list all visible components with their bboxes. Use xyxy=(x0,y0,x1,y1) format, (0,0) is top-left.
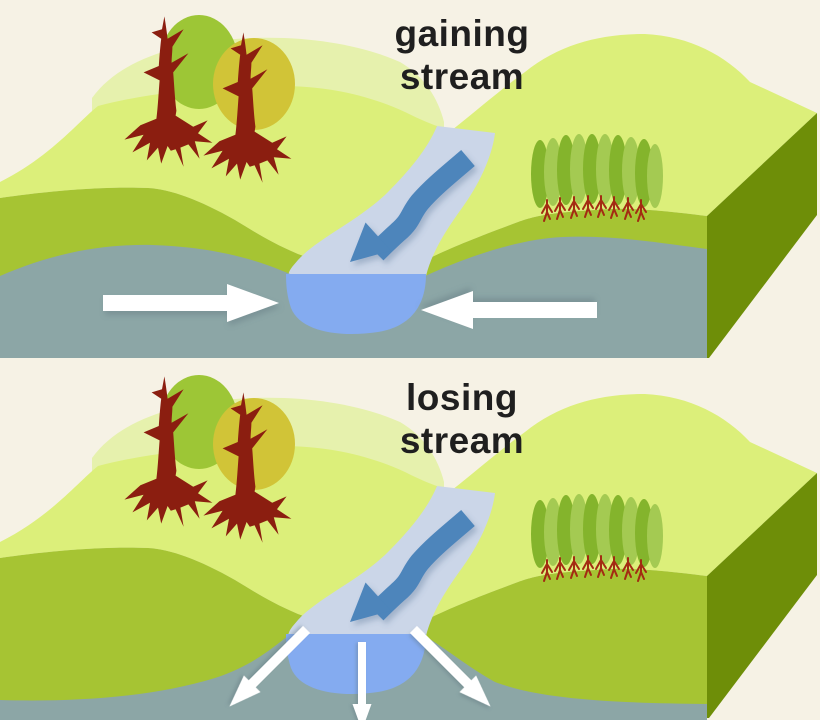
gaining-stream-panel xyxy=(0,15,817,358)
losing-stream-title: losing stream xyxy=(399,377,525,462)
losing-stream-panel xyxy=(0,375,817,720)
gaining-stream-title: gaining stream xyxy=(394,13,530,98)
